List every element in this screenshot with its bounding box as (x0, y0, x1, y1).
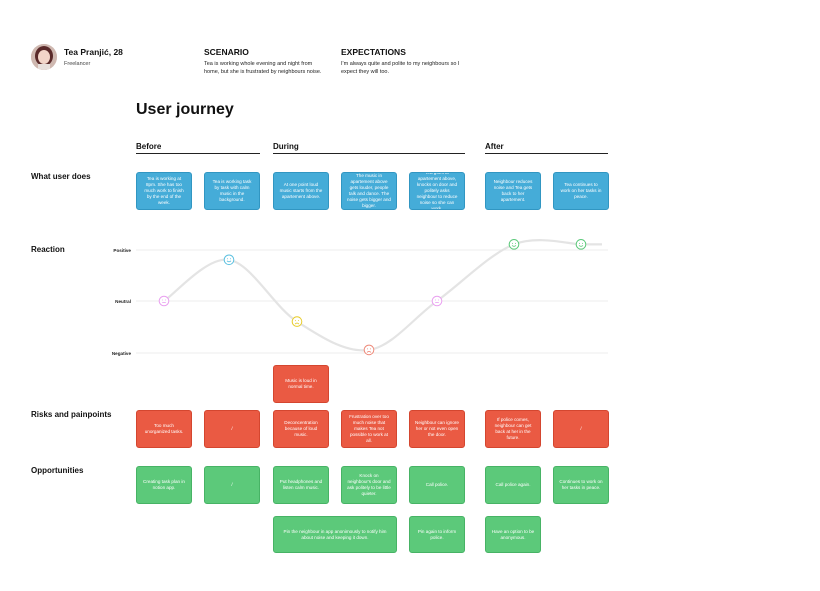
expectations-text: I'm always quite and polite to my neighb… (341, 61, 460, 75)
risk-card: / (553, 410, 609, 448)
scenario-text: Tea is working whole evening and night f… (204, 61, 322, 75)
risk-card: Too much unorganized tasks. (136, 410, 192, 448)
reaction-point-negative-icon (363, 344, 375, 356)
reaction-point-neutral-icon (431, 295, 443, 307)
reaction-point-neutral-icon (158, 295, 170, 307)
persona-name: Tea Pranjić, 28 (64, 47, 123, 57)
opportunity-card: Pin the neighbour in app anonimously to … (273, 516, 397, 553)
reaction-point-negative-icon (291, 316, 303, 327)
does-card: Tea goes to apartement above, knocks on … (409, 172, 465, 210)
persona-role: Freelancer (64, 61, 91, 67)
expectations-title: EXPECTATIONS (341, 47, 406, 57)
phase-during: During (273, 142, 465, 154)
scenario-title: SCENARIO (204, 47, 249, 57)
does-card: The music in apartement above gets loude… (341, 172, 397, 210)
risk-card: Neighbour can ignore her or not even ope… (409, 410, 465, 448)
opportunity-card: Put headphones and listen calm music. (273, 466, 329, 504)
tick-label-positive: Positive (113, 248, 131, 253)
does-card: At one point loud music starts from the … (273, 172, 329, 210)
risk-card: Music is loud in normal time. (273, 365, 329, 403)
opportunity-card: Knock on neighbour's door and ask polite… (341, 466, 397, 504)
does-card: Tea is working at 8pm. She has too much … (136, 172, 192, 210)
reaction-point-positive-icon (223, 254, 235, 266)
phase-before: Before (136, 142, 260, 154)
avatar (31, 44, 57, 70)
row-label-what-user-does: What user does (31, 172, 91, 181)
reaction-point-positive-icon (575, 239, 587, 250)
phase-after: After (485, 142, 608, 154)
opportunity-card: / (204, 466, 260, 504)
does-card: Tea is working task by task with calm mu… (204, 172, 260, 210)
row-label-opportunities: Opportunities (31, 466, 84, 475)
does-card: Neighbour reduces noise and Tea gets bac… (485, 172, 541, 210)
does-card: Tea continues to work on her tasks in pe… (553, 172, 609, 210)
row-label-reaction: Reaction (31, 245, 65, 254)
opportunity-card: Pin again to inform police. (409, 516, 465, 553)
risk-card: Frustration over too much noise that mak… (341, 410, 397, 448)
tick-label-neutral: Neutral (115, 299, 131, 304)
row-label-risks: Risks and painpoints (31, 410, 112, 419)
risk-card: If police comes, neighbour can get back … (485, 410, 541, 448)
opportunity-card: Call police again. (485, 466, 541, 504)
opportunity-card: Call police. (409, 466, 465, 504)
opportunity-card: Creating task plan in notion app. (136, 466, 192, 504)
risk-card: / (204, 410, 260, 448)
reaction-point-positive-icon (508, 239, 520, 250)
opportunity-card: Have an option to be anonymous. (485, 516, 541, 553)
tick-label-negative: Negative (112, 351, 132, 356)
page-title: User journey (136, 101, 234, 118)
opportunity-card: Continues to work on her tasks in peace. (553, 466, 609, 504)
risk-card: Deconcentration because of loud music. (273, 410, 329, 448)
